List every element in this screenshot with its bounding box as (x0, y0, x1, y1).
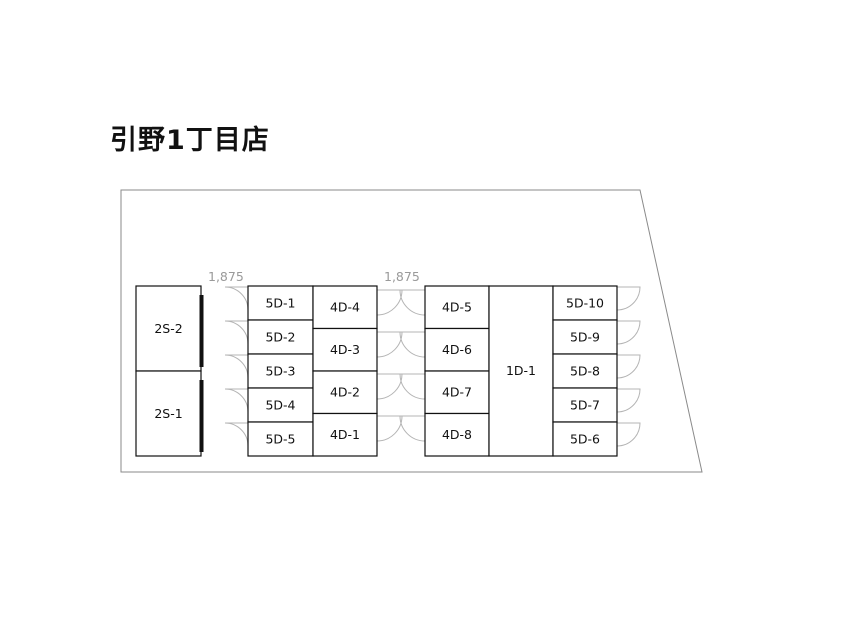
unit-5d-3-label: 5D-3 (265, 364, 295, 379)
door-swing (616, 320, 641, 345)
door-swing (616, 422, 641, 447)
unit-1d-1-box[interactable] (488, 285, 554, 457)
unit-2s-1-label: 2S-1 (154, 406, 182, 421)
door-swing (399, 373, 426, 400)
door-swing (399, 289, 426, 316)
unit-5d-9-label: 5D-9 (570, 330, 600, 345)
dimension-label: 1,875 (208, 269, 244, 284)
door-swing (399, 415, 426, 442)
unit-2s-2-label: 2S-2 (154, 321, 182, 336)
door-swing (376, 289, 403, 316)
door-swing (224, 320, 249, 345)
unit-5d-5-label: 5D-5 (265, 432, 295, 447)
unit-5d-8-label: 5D-8 (570, 364, 600, 379)
unit-4d-2-box[interactable] (312, 370, 378, 415)
unit-4d-4-box[interactable] (312, 285, 378, 330)
shutter-2s-1 (199, 380, 204, 452)
unit-5d-6-label: 5D-6 (570, 432, 600, 447)
unit-4d-8-label: 4D-8 (442, 427, 472, 442)
page-title: 引野1丁目店 (110, 125, 270, 156)
unit-5d-5-box[interactable] (247, 421, 314, 457)
door-swing (376, 415, 403, 442)
unit-4d-3-box[interactable] (312, 327, 378, 372)
unit-4d-1-label: 4D-1 (330, 427, 360, 442)
unit-5d-3-box[interactable] (247, 353, 314, 389)
unit-5d-8-box[interactable] (552, 353, 618, 389)
door-swing (224, 422, 249, 447)
unit-4d-1-box[interactable] (312, 412, 378, 457)
unit-4d-8-box[interactable] (424, 412, 490, 457)
unit-5d-10-label: 5D-10 (566, 296, 604, 311)
unit-4d-6-label: 4D-6 (442, 342, 472, 357)
unit-5d-9-box[interactable] (552, 319, 618, 355)
unit-4d-5-label: 4D-5 (442, 300, 472, 315)
unit-4d-4-label: 4D-4 (330, 300, 360, 315)
door-swing (224, 388, 249, 413)
unit-5d-1-label: 5D-1 (265, 296, 295, 311)
dimension-label: 1,875 (384, 269, 420, 284)
door-swing (616, 286, 641, 311)
unit-4d-5-box[interactable] (424, 285, 490, 330)
door-swing (616, 354, 641, 379)
door-swing (399, 331, 426, 358)
unit-5d-2-label: 5D-2 (265, 330, 295, 345)
unit-4d-2-label: 4D-2 (330, 385, 360, 400)
shutter-2s-2 (199, 295, 204, 367)
unit-4d-3-label: 4D-3 (330, 342, 360, 357)
unit-5d-7-label: 5D-7 (570, 398, 600, 413)
door-swing (376, 331, 403, 358)
door-swings (224, 286, 641, 447)
unit-4d-7-label: 4D-7 (442, 385, 472, 400)
door-swing (376, 373, 403, 400)
unit-5d-2-box[interactable] (247, 319, 314, 355)
unit-5d-6-box[interactable] (552, 421, 618, 457)
unit-5d-4-box[interactable] (247, 387, 314, 423)
unit-4d-7-box[interactable] (424, 370, 490, 415)
unit-1d-1-label: 1D-1 (506, 363, 536, 378)
door-swing (616, 388, 641, 413)
unit-2s-1-box[interactable] (135, 370, 202, 457)
door-swing (224, 286, 249, 311)
lot-boundary (120, 189, 703, 473)
unit-5d-4-label: 5D-4 (265, 398, 295, 413)
door-swing (224, 354, 249, 379)
unit-4d-6-box[interactable] (424, 327, 490, 372)
